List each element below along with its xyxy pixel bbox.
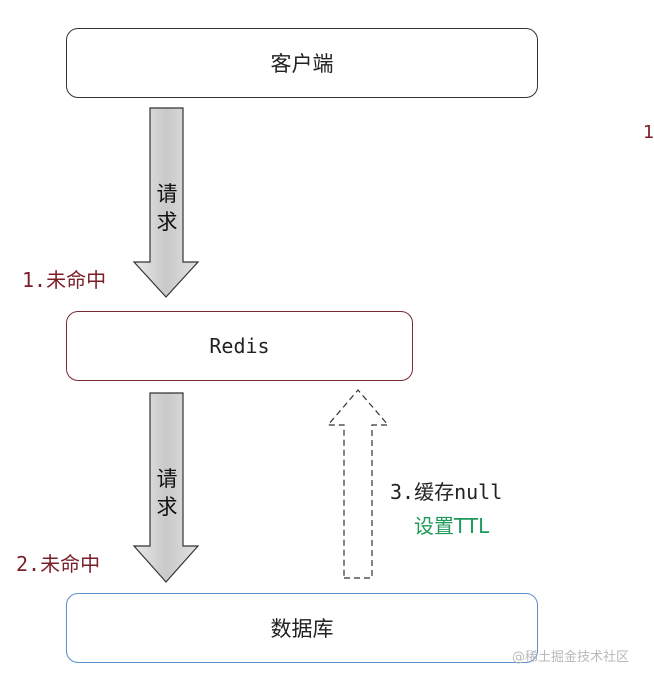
watermark: @稀土掘金技术社区 — [512, 650, 630, 665]
database-node: 数据库 — [66, 593, 538, 663]
request-label-1: 请求 — [156, 182, 178, 234]
request-arrow-1 — [132, 107, 200, 298]
client-node: 客户端 — [66, 28, 538, 98]
set-ttl-label: 设置TTL — [414, 514, 490, 538]
client-label: 客户端 — [270, 52, 334, 76]
request-label-2: 请求 — [156, 467, 178, 519]
database-label: 数据库 — [270, 617, 334, 641]
redis-node: Redis — [66, 311, 413, 381]
miss-label-2: 2.未命中 — [16, 552, 101, 576]
miss-label-1: 1.未命中 — [22, 268, 107, 292]
cache-null-label: 3.缓存null — [390, 480, 503, 504]
edge-mark: 1 — [643, 122, 654, 143]
request-arrow-2 — [132, 392, 200, 583]
cache-null-arrow — [326, 389, 390, 579]
redis-label: Redis — [209, 334, 270, 358]
